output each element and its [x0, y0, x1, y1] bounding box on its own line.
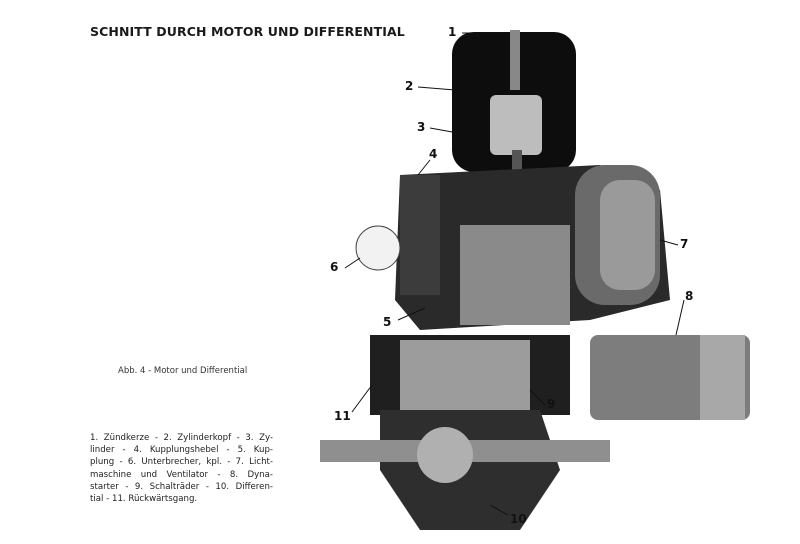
legend-line: 1. Zündkerze - 2. Zylinderkopf - 3. Zy-: [90, 433, 273, 443]
shift-gears: [400, 340, 530, 410]
callout-9: 9: [547, 397, 556, 411]
figure-caption: Abb. 4 - Motor und Differential: [118, 366, 248, 376]
legend-line: linder - 4. Kupplungshebel - 5. Kup-: [90, 445, 273, 456]
clutch: [460, 225, 570, 325]
callout-7: 7: [680, 237, 689, 251]
differential: [380, 410, 560, 530]
clutch-housing: [400, 175, 440, 295]
legend-line: starter - 9. Schalträder - 10. Differen-: [90, 481, 273, 492]
callout-5: 5: [383, 315, 392, 329]
callout-4: 4: [429, 147, 438, 161]
callout-1: 1: [448, 25, 457, 39]
legend-line: tial - 11. Rückwärtsgang.: [90, 494, 198, 505]
legend-line: plung - 6. Unterbrecher, kpl. - 7. Licht…: [90, 457, 273, 468]
callout-11: 11: [334, 409, 351, 423]
figure-legend: 1. Zündkerze - 2. Zylinderkopf - 3. Zy- …: [90, 432, 273, 505]
callout-8: 8: [685, 289, 694, 303]
callout-6: 6: [330, 260, 339, 274]
dynastarter-end: [700, 335, 745, 420]
callout-2: 2: [405, 79, 414, 93]
spark-plug: [510, 30, 520, 90]
piston: [490, 95, 542, 155]
fan-housing: [600, 180, 655, 290]
differential-gear: [417, 427, 473, 483]
callout-3: 3: [417, 120, 426, 134]
page-title: SCHNITT DURCH MOTOR UND DIFFERENTIAL: [90, 24, 405, 39]
legend-line: maschine und Ventilator - 8. Dyna-: [90, 469, 273, 480]
breaker: [355, 225, 401, 271]
callout-10: 10: [510, 512, 527, 526]
callout-leaders: [344, 32, 685, 516]
